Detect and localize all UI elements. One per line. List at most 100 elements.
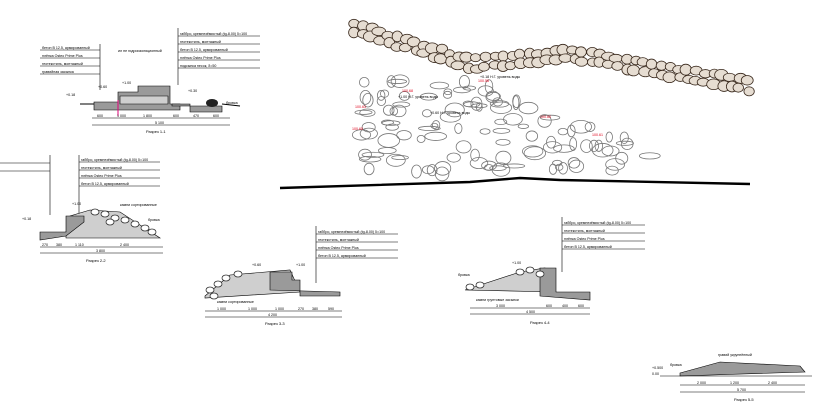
spec-row: бетон В 12.5, армированный	[564, 245, 612, 249]
stone	[553, 144, 575, 153]
layer-label: камни сортированные	[120, 203, 157, 207]
stone	[591, 143, 614, 158]
stone	[469, 157, 489, 169]
stone	[381, 119, 394, 126]
dimension: 3 000	[496, 304, 505, 308]
stone	[494, 118, 508, 126]
stone	[458, 75, 470, 89]
stone	[359, 89, 372, 105]
stone	[574, 56, 589, 67]
stone	[434, 161, 452, 176]
spec-row: подсыпка песок, δ=50	[180, 64, 216, 68]
stone	[743, 86, 755, 97]
level-label: +0.500	[652, 366, 663, 370]
spec-row: бетон В 12.5, армированный	[180, 48, 228, 52]
stone	[542, 141, 563, 154]
spec-row: габбро, кремнезёмистый (tg-8.00) δ=100	[180, 32, 247, 36]
dimension: 600	[546, 304, 552, 308]
stone	[611, 61, 624, 71]
stone	[209, 292, 219, 300]
layer-label: ил не гидроизоляционный	[118, 49, 162, 53]
level-label: +1.00	[122, 81, 131, 85]
dimension-total: 4 500	[526, 310, 535, 314]
level-label: +1.00	[72, 202, 81, 206]
level-label: +1.00 Н.Г. уровень воды	[398, 95, 439, 99]
stone	[377, 147, 397, 155]
dimension: 2 400	[120, 243, 129, 247]
section-3-3: габбро, кремнезёмистый (tg-8.00) δ=100 г…	[204, 226, 398, 326]
stone	[120, 216, 130, 224]
dimension: 1 200	[730, 381, 739, 385]
stone	[462, 85, 477, 91]
section-caption: Разрез 1-1	[146, 129, 166, 134]
stone	[490, 101, 513, 114]
stone	[430, 122, 439, 129]
dimension-line: 600 1 000 1 800 600 470 600 5 100	[92, 114, 230, 126]
dimension: 270	[298, 307, 304, 311]
bank-label: бровка	[148, 218, 160, 222]
stone	[454, 123, 463, 134]
stone	[479, 51, 492, 62]
stone	[491, 162, 511, 177]
spec-row: габбро, кремнезёмистый (tg-8.00) δ=100	[318, 230, 385, 234]
stone	[421, 109, 432, 118]
dimension: 380	[312, 307, 318, 311]
level-label: +0.18 Н.Г. уровень воды	[480, 75, 521, 79]
spec-table: габбро, кремнезёмистый (tg-8.00) δ=100 г…	[178, 32, 260, 69]
level-label: +0.30	[188, 89, 197, 93]
dimension: 400	[562, 304, 568, 308]
stone	[470, 148, 480, 162]
section-caption: Разрез 3-3	[265, 321, 285, 326]
stone	[537, 114, 552, 128]
stone	[589, 139, 600, 152]
spec-row: бетон В 12.5, армированный	[318, 254, 366, 258]
stone	[539, 114, 561, 121]
stone	[424, 131, 448, 141]
stone	[486, 91, 501, 101]
stone	[376, 96, 386, 107]
stone	[391, 104, 407, 118]
stone	[455, 140, 472, 154]
elevation-mark: 100.58	[478, 79, 489, 83]
stone	[359, 76, 370, 88]
plan-labels: 100.63100.65100.68100.58100.60100.61+1.0…	[352, 75, 603, 137]
stone	[426, 164, 438, 177]
stone	[525, 130, 539, 142]
stone	[517, 123, 529, 129]
stone	[503, 113, 523, 126]
stone	[443, 90, 453, 99]
dimension: 1 000	[275, 307, 284, 311]
level-label: +0.18	[66, 93, 75, 97]
boulder-row	[348, 18, 755, 97]
ground-line	[279, 176, 751, 190]
stone	[492, 128, 511, 134]
dimension: 590	[328, 307, 334, 311]
layer-label: гравий укрупнённый	[718, 353, 752, 357]
stone	[523, 146, 546, 161]
stone	[392, 101, 411, 108]
stone	[205, 286, 215, 294]
spec-row: плёнка Osteo Prime Plus	[42, 54, 83, 58]
stone	[398, 91, 411, 101]
stone	[358, 148, 372, 161]
stone	[605, 158, 625, 171]
dimension: 1 000	[248, 307, 257, 311]
bank-label: бровка	[670, 363, 682, 367]
dimension: 600	[213, 114, 219, 118]
stone	[463, 101, 480, 108]
spec-row: геотекстиль, монтажный	[81, 166, 122, 170]
stone	[443, 88, 453, 96]
stone	[386, 75, 397, 88]
stone	[608, 53, 623, 63]
stone	[620, 137, 634, 150]
dimension-total: 5 100	[155, 121, 164, 125]
stone	[416, 134, 426, 143]
stone	[429, 81, 450, 90]
stone	[411, 164, 422, 179]
stone	[512, 94, 521, 109]
elevation-mark: 100.65	[352, 127, 363, 131]
elevation-mark: 100.60	[540, 115, 551, 119]
stone	[398, 43, 412, 53]
stones	[90, 208, 157, 236]
dimension: 600	[97, 114, 103, 118]
